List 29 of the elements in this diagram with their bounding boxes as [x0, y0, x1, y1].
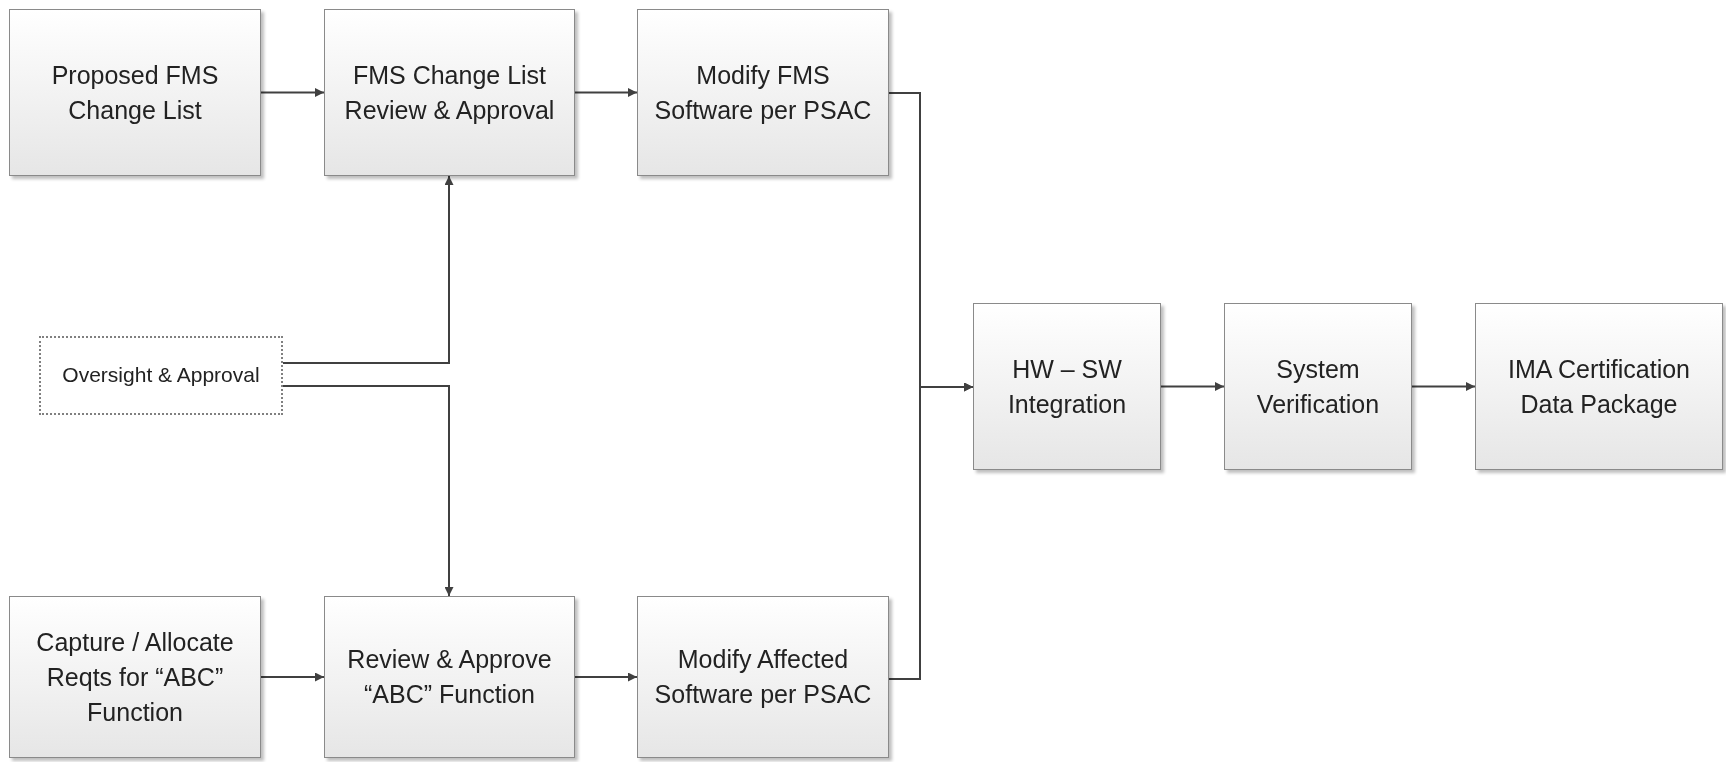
box-label: HW – SW Integration — [1006, 353, 1128, 420]
process-box — [324, 9, 575, 176]
process-box — [637, 9, 889, 176]
arrow — [1160, 382, 1225, 391]
arrow — [1411, 382, 1476, 391]
box-label: Modify FMS Software per PSAC — [653, 59, 873, 126]
box-label: System Verification — [1255, 353, 1381, 420]
arrow — [260, 88, 325, 97]
process-box — [1224, 303, 1412, 470]
process-box — [637, 596, 889, 758]
process-box — [1475, 303, 1723, 470]
process-box — [9, 596, 261, 758]
box-label: Review & Approve “ABC” Function — [346, 644, 553, 710]
process-box — [9, 9, 261, 176]
box-label: FMS Change List Review & Approval — [343, 59, 556, 126]
arrow — [260, 672, 325, 682]
box-label: IMA Certification Data Package — [1507, 353, 1691, 420]
process-box — [973, 303, 1161, 470]
box-label: Capture / Allocate Reqts for “ABC” Function — [35, 626, 235, 728]
box-label: Oversight & Approval — [62, 362, 260, 389]
arrow — [574, 88, 638, 97]
arrow — [574, 672, 638, 682]
note-box — [39, 336, 283, 415]
arrow — [282, 385, 454, 597]
box-label: Modify Affected Software per PSAC — [653, 644, 873, 710]
arrow — [282, 175, 454, 364]
process-box — [324, 596, 575, 758]
arrow — [888, 382, 974, 680]
box-label: Proposed FMS Change List — [50, 59, 220, 126]
